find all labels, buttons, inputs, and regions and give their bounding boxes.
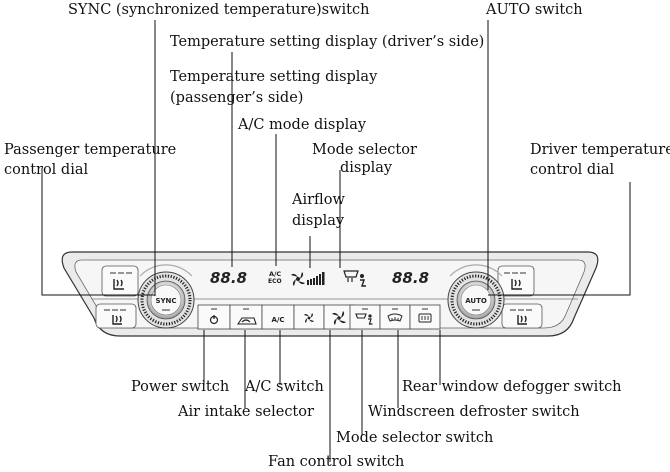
seat-heater-button-left-top[interactable]: [101, 265, 139, 297]
label-airflow-display-line1: Airflow: [292, 192, 345, 208]
auto-label: AUTO: [465, 297, 487, 305]
label-driver-dial-line2: control dial: [530, 162, 615, 178]
seat-heater-button-left-bottom[interactable]: [95, 303, 137, 329]
rear-defogger-icon: [418, 313, 432, 323]
rear-defogger-button[interactable]: [409, 304, 441, 330]
seat-heater-icon: [112, 315, 122, 325]
label-mode-selector-display-line2: display: [340, 160, 393, 176]
airflow-display: [291, 272, 325, 286]
dial-arc: [449, 264, 503, 277]
mode-selector-icon: [355, 313, 373, 325]
fan-high-icon: [332, 311, 346, 325]
seat-heater-icon: [511, 279, 522, 290]
ac-mode-label: A/C: [269, 270, 281, 278]
air-intake-button[interactable]: [229, 304, 263, 330]
auto-switch[interactable]: AUTO: [460, 284, 492, 316]
label-passenger-dial-line2: control dial: [4, 162, 89, 178]
power-icon: [209, 315, 219, 325]
label-mode-selector-switch: Mode selector switch: [336, 430, 494, 446]
label-ac-mode-display: A/C mode display: [238, 117, 367, 133]
sync-switch[interactable]: SYNC: [150, 284, 182, 316]
seat-heater-button-right-bottom[interactable]: [501, 303, 543, 329]
label-fan-control: Fan control switch: [268, 454, 405, 470]
fan-low-icon: [304, 313, 314, 323]
label-ac-switch: A/C switch: [245, 379, 324, 395]
fan-icon: [291, 272, 305, 286]
seat-heater-icon: [113, 279, 124, 290]
label-driver-dial-line1: Driver temperature: [530, 142, 670, 158]
leader-lines: [41, 20, 631, 462]
driver-temperature-display: 88.8: [392, 269, 429, 287]
eco-label: ECO: [268, 278, 282, 285]
label-auto-switch: AUTO switch: [486, 2, 583, 18]
ac-button-label: A/C: [271, 316, 284, 324]
label-temp-passenger-line2: (passenger’s side): [170, 90, 304, 106]
label-rear-defogger: Rear window defogger switch: [402, 379, 622, 395]
fan-high-button[interactable]: [323, 304, 355, 330]
power-button[interactable]: [197, 304, 231, 330]
windscreen-defroster-button[interactable]: [379, 304, 411, 330]
ac-button[interactable]: A/C: [261, 304, 295, 330]
fan-low-button[interactable]: [293, 304, 325, 330]
label-windscreen-defroster: Windscreen defroster switch: [368, 404, 580, 420]
label-air-intake: Air intake selector: [178, 404, 314, 420]
passenger-temperature-display: 88.8: [210, 269, 247, 287]
label-power-switch: Power switch: [131, 379, 230, 395]
dial-arc: [139, 264, 193, 277]
seat-heater-icon: [517, 315, 527, 325]
mode-selector-display: [343, 270, 366, 287]
label-airflow-display-line2: display: [292, 213, 345, 229]
sync-label: SYNC: [155, 297, 176, 305]
mode-selector-button[interactable]: [349, 304, 381, 330]
label-temp-passenger-line1: Temperature setting display: [170, 69, 378, 85]
air-recirculation-icon: [236, 317, 257, 325]
label-temp-driver: Temperature setting display (driver’s si…: [170, 34, 485, 50]
windscreen-defroster-icon: [387, 313, 403, 322]
label-sync-switch: SYNC (synchronized temperature)switch: [68, 2, 370, 18]
label-passenger-dial-line1: Passenger temperature: [4, 142, 177, 158]
label-mode-selector-display-line1: Mode selector: [312, 142, 417, 158]
seat-heater-button-right-top[interactable]: [497, 265, 535, 297]
